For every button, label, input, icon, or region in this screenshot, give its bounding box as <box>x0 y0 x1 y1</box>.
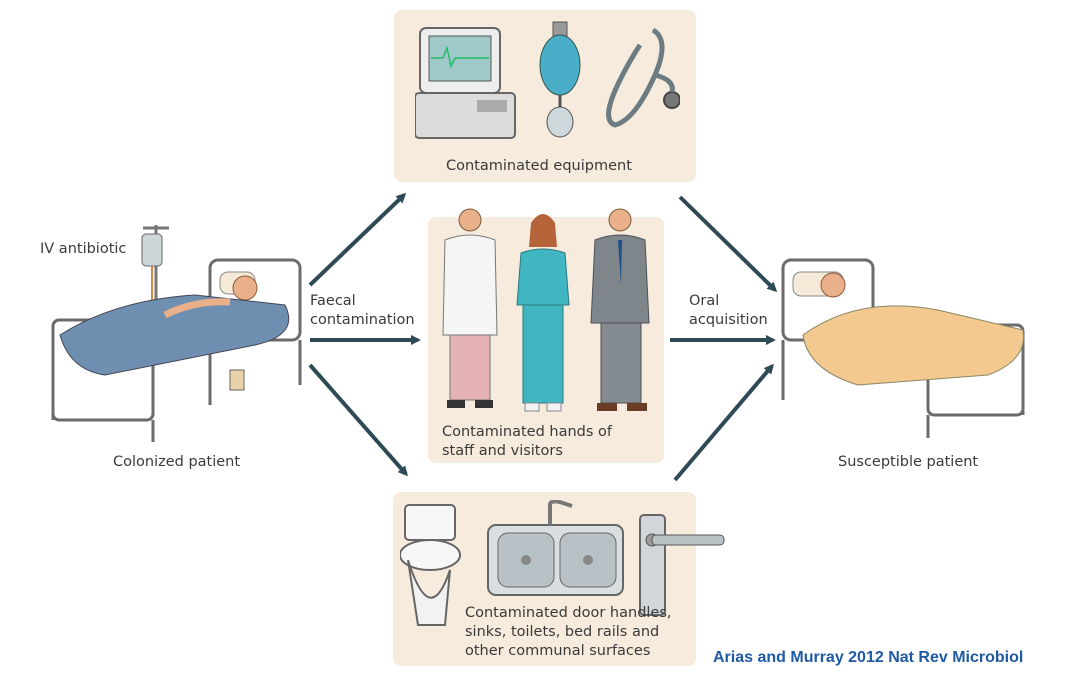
faecal-label-line2: contamination <box>310 312 415 328</box>
hands-label-line2: staff and visitors <box>442 443 563 459</box>
staff-visitors-illustration <box>442 208 650 412</box>
susceptible-patient-label: Susceptible patient <box>838 454 979 470</box>
arrow-from-surfaces <box>673 363 774 482</box>
arrow-to-surfaces <box>308 363 408 477</box>
susceptible-patient-illustration <box>781 258 1025 438</box>
sink-icon <box>487 500 624 596</box>
visitor-figure <box>590 208 650 411</box>
iv-antibiotic-label: IV antibiotic <box>40 241 127 257</box>
monitor-icon <box>415 27 516 139</box>
hands-label-line1: Contaminated hands of <box>442 424 613 440</box>
oral-label-line2: acquisition <box>689 312 768 328</box>
toilet-icon <box>400 504 461 626</box>
surfaces-label-line2: sinks, toilets, bed rails and <box>465 624 660 640</box>
door-handle-icon <box>639 514 725 616</box>
citation: Arias and Murray 2012 Nat Rev Microbiol <box>713 649 1024 666</box>
colonized-patient-label: Colonized patient <box>113 454 241 470</box>
surfaces-illustration <box>400 500 725 626</box>
equipment-illustration <box>415 21 680 139</box>
ventilation-bag-icon <box>539 21 581 138</box>
nurse-figure <box>516 214 570 412</box>
arrow-from-equipment <box>678 195 778 293</box>
doctor-figure <box>442 208 498 408</box>
arrow-to-equipment <box>308 192 407 287</box>
surfaces-label-line1: Contaminated door handles, <box>465 605 672 621</box>
oral-label-line1: Oral <box>689 293 720 309</box>
surfaces-label-line3: other communal surfaces <box>465 643 651 659</box>
stethoscope-icon <box>606 27 680 128</box>
faecal-label-line1: Faecal <box>310 293 356 309</box>
equipment-label: Contaminated equipment <box>446 158 632 174</box>
colonized-patient-illustration <box>51 225 302 442</box>
